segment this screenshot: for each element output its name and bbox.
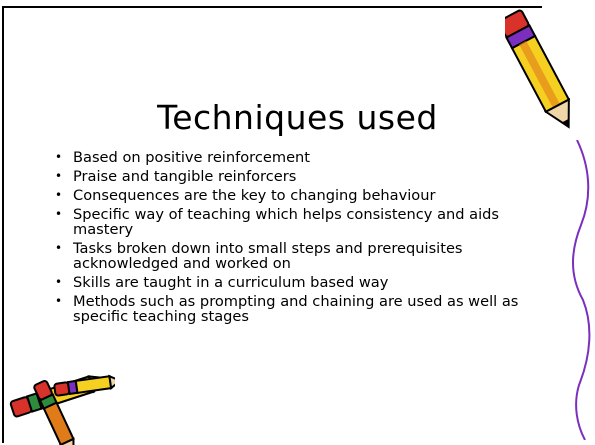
pencil-icon xyxy=(505,9,571,129)
bullet-text: Based on positive reinforcement xyxy=(73,149,311,166)
pencils-cluster-icon xyxy=(9,374,115,445)
bullet-text: Praise and tangible reinforcers xyxy=(73,168,297,185)
bullet-text: Skills are taught in a curriculum based … xyxy=(73,274,389,291)
bullet-text: Methods such as prompting and chaining a… xyxy=(73,293,519,325)
top-border-line xyxy=(2,6,542,8)
list-item: Specific way of teaching which helps con… xyxy=(55,206,558,238)
list-item: Skills are taught in a curriculum based … xyxy=(55,274,558,291)
bullet-text: Specific way of teaching which helps con… xyxy=(73,206,500,238)
list-item: Praise and tangible reinforcers xyxy=(55,168,558,185)
bullet-text: Consequences are the key to changing beh… xyxy=(73,187,436,204)
bullet-list: Based on positive reinforcement Praise a… xyxy=(55,149,558,328)
wavy-border-line xyxy=(572,140,591,440)
list-item: Consequences are the key to changing beh… xyxy=(55,187,558,204)
slide-title: Techniques used xyxy=(157,98,438,137)
list-item: Methods such as prompting and chaining a… xyxy=(55,293,558,325)
bullet-text: Tasks broken down into small steps and p… xyxy=(73,240,463,272)
list-item: Based on positive reinforcement xyxy=(55,149,558,166)
left-border-line xyxy=(2,6,4,443)
list-item: Tasks broken down into small steps and p… xyxy=(55,240,558,272)
